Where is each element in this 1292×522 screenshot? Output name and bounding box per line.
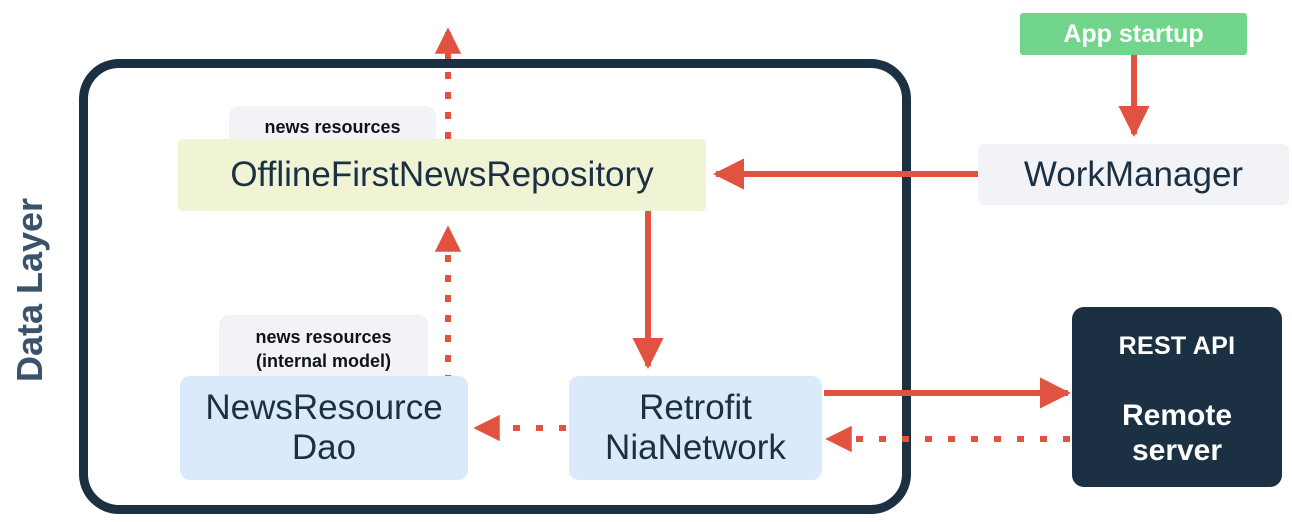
data-layer-boundary	[79, 59, 911, 514]
node-retrofit-label-line2: NiaNetwork	[605, 428, 786, 467]
node-app-startup-label: App startup	[1063, 20, 1204, 48]
node-offline-first-news-repository[interactable]: OfflineFirstNewsRepository	[178, 139, 706, 211]
node-workmanager-label: WorkManager	[1023, 154, 1244, 194]
node-news-resource-dao[interactable]: NewsResource Dao	[180, 376, 468, 480]
badge-news-resources-internal-line2: (internal model)	[255, 351, 391, 371]
node-dao-label-line1: NewsResource	[205, 388, 443, 428]
badge-news-resources-internal-line1: news resources	[255, 327, 392, 348]
node-app-startup[interactable]: App startup	[1020, 13, 1247, 55]
node-dao-label-line2: Dao	[291, 428, 357, 467]
node-retrofit-label-line1: Retrofit	[639, 388, 752, 428]
node-remote-rest-api-label: REST API	[1118, 332, 1236, 360]
data-layer-label-text: Data Layer	[9, 197, 51, 383]
node-remote-server[interactable]: REST API Remote server	[1072, 307, 1282, 487]
badge-news-resources-internal-model: news resources (internal model)	[219, 315, 428, 385]
data-layer-label: Data Layer	[2, 175, 58, 405]
node-retrofit-nia-network[interactable]: Retrofit NiaNetwork	[569, 376, 822, 480]
node-remote-server-label-line1: Remote	[1121, 399, 1233, 432]
node-work-manager[interactable]: WorkManager	[978, 144, 1289, 205]
node-repository-label: OfflineFirstNewsRepository	[230, 155, 654, 195]
badge-news-resources-line1: news resources	[264, 117, 401, 138]
node-remote-server-label-line2: server	[1131, 434, 1223, 468]
